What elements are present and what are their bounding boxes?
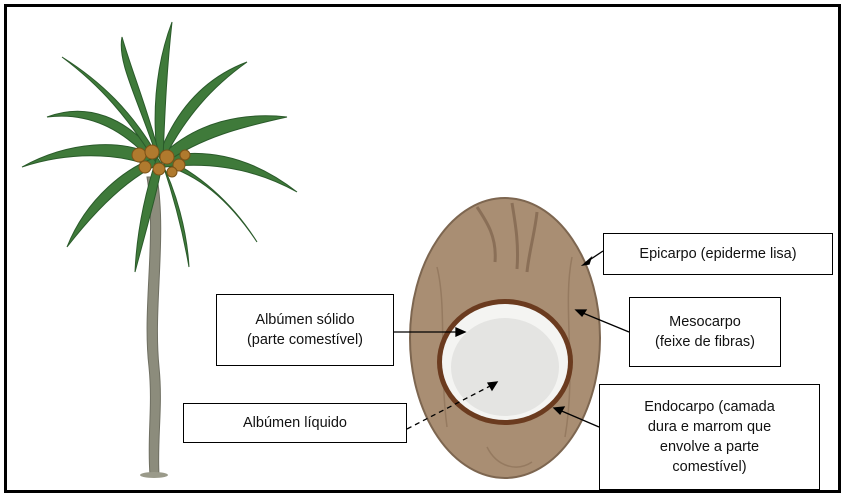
label-endocarpo: Endocarpo (camada dura e marrom que envo…	[599, 384, 820, 490]
label-albumen-liquido: Albúmen líquido	[183, 403, 407, 443]
label-mesocarpo: Mesocarpo (feixe de fibras)	[629, 297, 781, 367]
label-albumen-solido: Albúmen sólido (parte comestível)	[216, 294, 394, 366]
palm-trunk	[147, 177, 161, 475]
coconut-cross-section	[410, 198, 600, 478]
figure-frame: Epicarpo (epiderme lisa) Mesocarpo (feix…	[4, 4, 841, 493]
label-epicarpo: Epicarpo (epiderme lisa)	[603, 233, 833, 275]
palm-base-shadow	[140, 472, 168, 478]
liquid-albumen	[451, 318, 559, 416]
